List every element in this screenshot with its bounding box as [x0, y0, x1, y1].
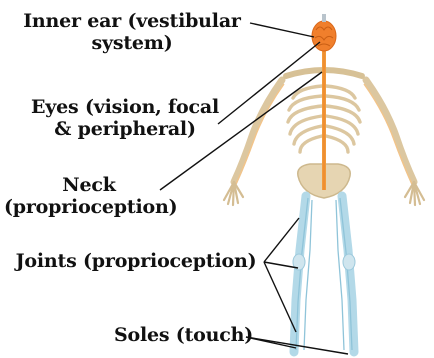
knees: [293, 254, 355, 270]
label-neck-line2: (proprioception): [4, 196, 174, 218]
label-joints: Joints (proprioception): [8, 250, 264, 272]
label-inner-ear-line2: system): [14, 32, 250, 54]
leader-eyes: [218, 42, 320, 124]
label-neck-line1: Neck: [4, 174, 174, 196]
label-inner-ear-line1: Inner ear (vestibular: [14, 10, 250, 32]
label-neck: Neck (proprioception): [4, 174, 174, 218]
head-top-marker: [322, 14, 326, 22]
label-inner-ear: Inner ear (vestibular system): [14, 10, 250, 54]
brain: [312, 21, 336, 51]
label-eyes: Eyes (vision, focal & peripheral): [20, 96, 230, 140]
label-eyes-line2: & peripheral): [20, 118, 230, 140]
legs: [294, 196, 354, 352]
label-soles-line1: Soles (touch): [114, 324, 248, 346]
leader-joints-1: [264, 218, 299, 262]
leader-joints-3: [264, 262, 296, 332]
label-joints-line1: Joints (proprioception): [8, 250, 264, 272]
leader-inner-ear: [250, 23, 314, 37]
label-eyes-line1: Eyes (vision, focal: [20, 96, 230, 118]
label-soles: Soles (touch): [114, 324, 248, 346]
